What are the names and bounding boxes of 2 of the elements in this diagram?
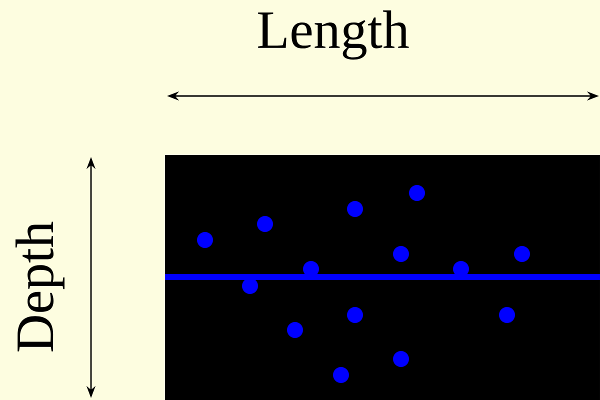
dimension-label: Depth — [16, 222, 64, 352]
dimension-label: Length — [258, 10, 409, 60]
